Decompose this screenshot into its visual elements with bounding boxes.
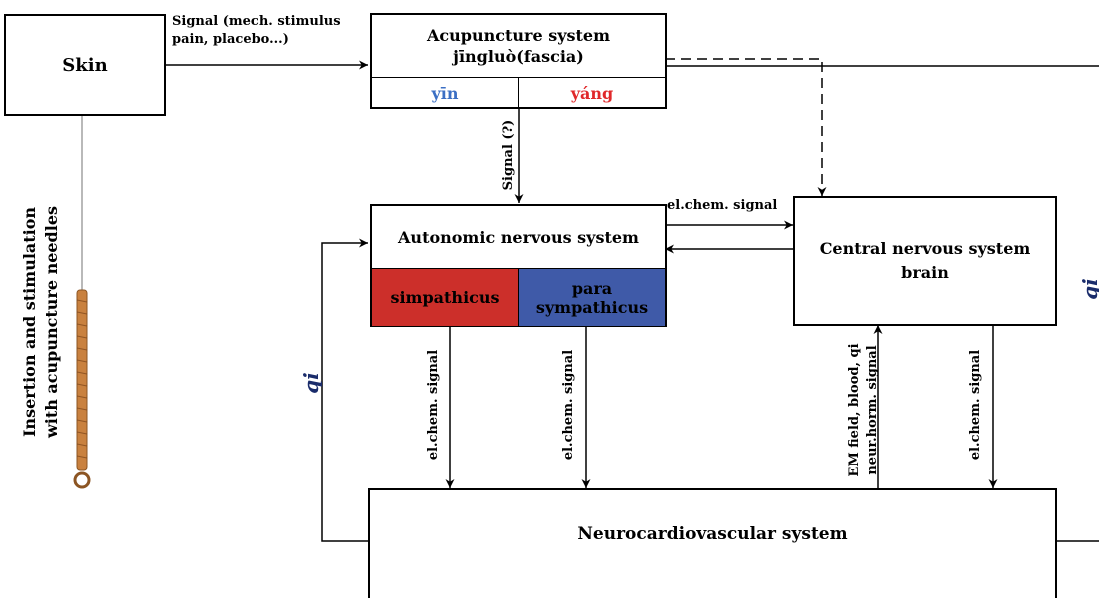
- elchem-top-label: el.chem. signal: [667, 198, 778, 213]
- skin-label: Skin: [62, 54, 108, 76]
- autonomic-box: Autonomic nervous system simpathicus par…: [370, 204, 667, 327]
- dashed-acupuncture-to-cns: [665, 58, 827, 196]
- autonomic-title: Autonomic nervous system: [398, 227, 639, 247]
- yin-label: yīn: [372, 78, 519, 108]
- qi-right-label: qi: [1078, 278, 1099, 300]
- signal-in-line1: Signal (mech. stimulus: [172, 14, 341, 29]
- acupuncture-title: Acupuncture system jīngluò(fascia): [372, 15, 665, 77]
- em-field-label: EM field, blood, qi neur.horm. signal: [846, 335, 882, 485]
- parasympathicus-line1: para: [571, 278, 613, 298]
- elchem-para-label: el.chem. signal: [561, 349, 576, 461]
- skin-box: Skin: [4, 14, 166, 116]
- neurocardiovascular-box: Neurocardiovascular system: [368, 488, 1057, 598]
- elchem-cns-label: el.chem. signal: [968, 349, 983, 461]
- signal-question-label: Signal (?): [501, 119, 516, 191]
- yang-label: yáng: [570, 83, 614, 103]
- em-field-line1: EM field, blood, qi: [847, 343, 862, 477]
- elchem-symp-label: el.chem. signal: [426, 349, 441, 461]
- acupuncture-title-line1: Acupuncture system: [427, 26, 610, 45]
- signal-in-label: Signal (mech. stimulus pain, placebo...): [172, 13, 341, 49]
- acupuncture-box: Acupuncture system jīngluò(fascia) yīn y…: [370, 13, 667, 109]
- em-field-line2: neur.horm. signal: [865, 345, 880, 475]
- acupuncture-needle-icon: [73, 100, 91, 489]
- qi-left-label: qi: [299, 372, 323, 394]
- parasympathicus-cell: para sympathicus: [519, 269, 665, 326]
- parasympathicus-line2: sympathicus: [535, 297, 649, 317]
- autonomic-divisions: simpathicus para sympathicus: [372, 268, 665, 326]
- cns-line1: Central nervous system: [819, 239, 1031, 258]
- cns-box: Central nervous system brain: [793, 196, 1057, 326]
- signal-in-line2: pain, placebo...): [172, 32, 289, 47]
- yin-yang-row: yīn yáng: [372, 77, 665, 108]
- acupuncture-title-line2: jīngluò(fascia): [453, 47, 584, 66]
- sympathicus-cell: simpathicus: [372, 269, 519, 326]
- cns-line2: brain: [901, 263, 949, 282]
- needle-caption-line2: with acupuncture needles: [42, 205, 61, 439]
- sympathicus-label: simpathicus: [390, 288, 500, 307]
- needle-caption-line1: Insertion and stimulation: [20, 206, 39, 438]
- ncv-title: Neurocardiovascular system: [577, 524, 848, 544]
- needle-caption: Insertion and stimulation with acupunctu…: [19, 172, 63, 472]
- qi-loop-left: [321, 238, 368, 542]
